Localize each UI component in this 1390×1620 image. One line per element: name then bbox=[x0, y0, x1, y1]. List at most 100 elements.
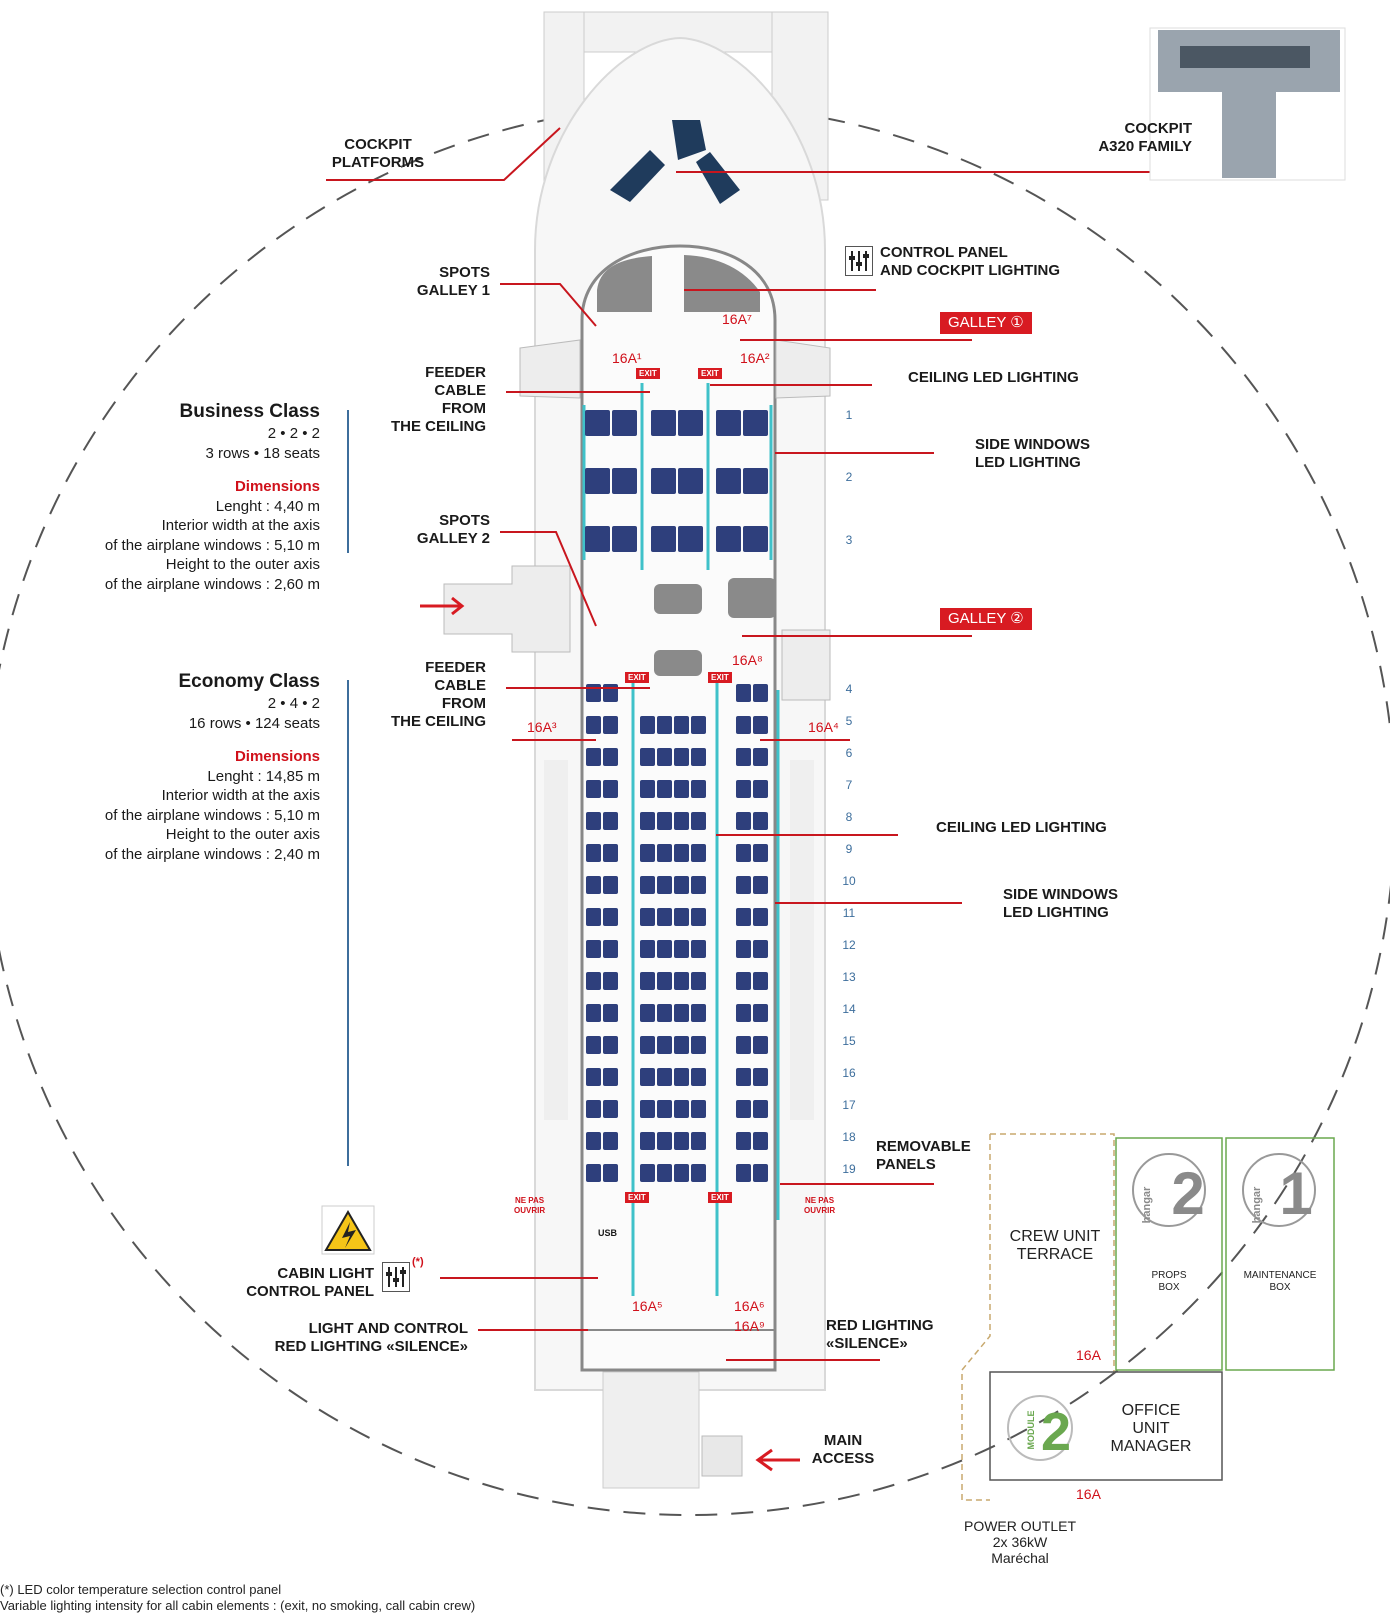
wing-panel-left bbox=[544, 760, 568, 1120]
exit-sign: EXIT bbox=[698, 368, 722, 379]
stairs-mid-right bbox=[781, 629, 831, 701]
economy-seat bbox=[674, 940, 689, 958]
footnote-line: (*) LED color temperature selection cont… bbox=[0, 1582, 282, 1597]
module-2-number: 2 bbox=[1041, 1402, 1071, 1462]
economy-seat bbox=[586, 1164, 601, 1182]
outlet-16a-power: 16A bbox=[1076, 1486, 1101, 1502]
galley1-tag: GALLEY ① bbox=[940, 312, 1032, 334]
exit-sign: EXIT bbox=[625, 672, 649, 683]
economy-seat bbox=[586, 1132, 601, 1150]
economy-seat bbox=[657, 1164, 672, 1182]
economy-seat bbox=[640, 1068, 655, 1086]
row-number: 12 bbox=[842, 938, 856, 952]
economy-seat bbox=[674, 1068, 689, 1086]
economy-seat bbox=[753, 940, 768, 958]
economy-seat bbox=[603, 876, 618, 894]
row-number: 10 bbox=[842, 874, 856, 888]
economy-seat bbox=[603, 812, 618, 830]
row-number: 16 bbox=[842, 1066, 856, 1080]
economy-seat bbox=[640, 940, 655, 958]
economy-seat bbox=[640, 1036, 655, 1054]
business-seat bbox=[651, 410, 676, 436]
economy-seat bbox=[674, 812, 689, 830]
ceiling-led-label-2: CEILING LED LIGHTING bbox=[936, 819, 1107, 836]
business-seat bbox=[585, 468, 610, 494]
big-number-icons: 2 1 2 hangar hangar MODULE bbox=[1026, 1160, 1313, 1462]
economy-seat bbox=[586, 1004, 601, 1022]
economy-seat bbox=[640, 1164, 655, 1182]
business-title: Business Class bbox=[179, 401, 320, 422]
business-seat bbox=[585, 410, 610, 436]
business-seat bbox=[743, 468, 768, 494]
economy-seat bbox=[691, 1036, 706, 1054]
exit-sign: EXIT bbox=[625, 1192, 649, 1203]
economy-seat bbox=[603, 716, 618, 734]
economy-seat bbox=[674, 780, 689, 798]
economy-seat bbox=[603, 1132, 618, 1150]
control-panel-icon bbox=[845, 246, 873, 281]
outlet-16a6: 16A⁶ bbox=[734, 1298, 765, 1314]
economy-dim: Height to the outer axis bbox=[165, 826, 320, 843]
business-config: 2 • 2 • 2 bbox=[267, 425, 320, 442]
row-number: 11 bbox=[842, 906, 856, 920]
economy-seat bbox=[586, 748, 601, 766]
seat-map bbox=[585, 410, 768, 1182]
cabin-light-note-mark: (*) bbox=[412, 1256, 424, 1268]
economy-seat bbox=[640, 812, 655, 830]
economy-seat bbox=[753, 1100, 768, 1118]
economy-seat bbox=[736, 1164, 751, 1182]
economy-seat bbox=[603, 1004, 618, 1022]
economy-seat bbox=[674, 716, 689, 734]
row-number: 6 bbox=[845, 746, 853, 760]
hangar-1-word: hangar bbox=[1251, 1186, 1263, 1223]
cockpit-window-left bbox=[610, 150, 665, 202]
economy-seat bbox=[753, 876, 768, 894]
row-number: 1 bbox=[845, 408, 853, 422]
business-seat bbox=[716, 410, 741, 436]
business-dim: Lenght : 4,40 m bbox=[215, 497, 320, 515]
outlet-16a4: 16A⁴ bbox=[808, 719, 839, 735]
footnote-line: Variable lighting intensity for all cabi… bbox=[0, 1598, 476, 1613]
hangar-layout bbox=[961, 1133, 1335, 1501]
business-seat bbox=[743, 410, 768, 436]
economy-seat bbox=[586, 844, 601, 862]
economy-seat bbox=[736, 844, 751, 862]
economy-seat bbox=[753, 716, 768, 734]
economy-seat bbox=[736, 940, 751, 958]
galley2-tag: GALLEY ② bbox=[940, 608, 1032, 630]
economy-seat bbox=[674, 1164, 689, 1182]
economy-summary: 16 rows • 124 seats bbox=[188, 714, 320, 732]
business-dims-title: Dimensions bbox=[234, 478, 320, 495]
exit-sign: EXIT bbox=[708, 672, 732, 683]
economy-config: 2 • 4 • 2 bbox=[267, 695, 320, 712]
economy-seat bbox=[691, 844, 706, 862]
economy-seat bbox=[753, 1132, 768, 1150]
hangar-2-word: hangar bbox=[1141, 1186, 1153, 1223]
business-class-info: Business Class 2 • 2 • 2 3 rows • 18 sea… bbox=[40, 400, 320, 594]
business-seat bbox=[716, 468, 741, 494]
economy-seat bbox=[657, 1004, 672, 1022]
economy-dim: Interior width at the axis bbox=[161, 787, 320, 804]
row-number: 9 bbox=[845, 842, 853, 856]
economy-seat bbox=[691, 748, 706, 766]
row-number: 4 bbox=[845, 682, 853, 696]
economy-seat bbox=[753, 1068, 768, 1086]
economy-seat bbox=[736, 1100, 751, 1118]
economy-seat bbox=[586, 780, 601, 798]
outlet-16a9: 16A⁹ bbox=[734, 1318, 765, 1334]
outlet-16a8: 16A⁸ bbox=[732, 652, 763, 668]
economy-seat bbox=[603, 684, 618, 702]
economy-dim: Lenght : 14,85 m bbox=[207, 767, 320, 785]
economy-seat bbox=[691, 940, 706, 958]
economy-seat bbox=[640, 748, 655, 766]
business-dim: of the airplane windows : 2,60 m bbox=[104, 575, 320, 593]
business-seat bbox=[612, 468, 637, 494]
economy-seat bbox=[586, 972, 601, 990]
